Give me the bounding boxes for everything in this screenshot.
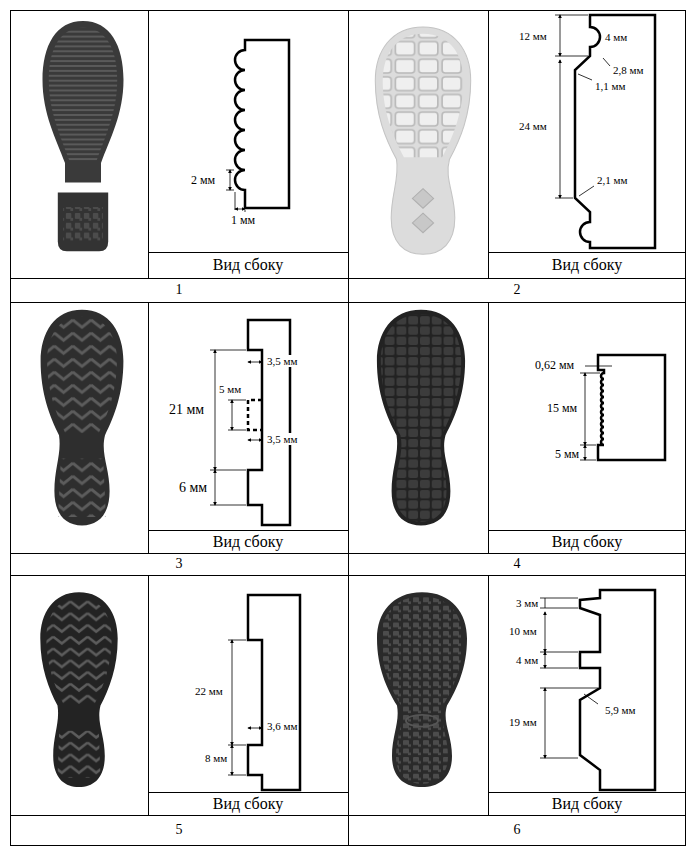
dimension-label: 2,1 мм — [596, 174, 628, 186]
dimension-label: 5 мм — [218, 383, 242, 395]
dimension-label: 3,5 мм — [266, 355, 298, 367]
cell-number: 5 — [176, 822, 183, 837]
cell-number: 6 — [514, 822, 521, 837]
view-caption: Вид сбоку — [213, 256, 283, 274]
dimension-label: 15 мм — [546, 402, 578, 415]
sole-photo — [41, 310, 124, 526]
dimension-label: 1 мм — [230, 214, 256, 227]
view-caption: Вид сбоку — [552, 256, 622, 274]
dimension-label: 6 мм — [178, 480, 208, 495]
view-caption: Вид сбоку — [552, 533, 622, 551]
dimension-label: 3,6 мм — [266, 720, 298, 732]
dimension-label: 8 мм — [204, 752, 228, 764]
dimension-label: 19 мм — [508, 716, 538, 728]
view-caption: Вид сбоку — [213, 795, 283, 813]
dimension-label: 5 мм — [554, 448, 580, 461]
view-caption: Вид сбоку — [213, 533, 283, 551]
dimension-label: 22 мм — [194, 685, 224, 697]
dimension-label: 2,8 мм — [612, 64, 644, 76]
cell-number: 1 — [176, 282, 183, 297]
cell-number: 4 — [514, 556, 521, 571]
sole-photo — [377, 310, 465, 526]
dimension-label: 21 мм — [168, 402, 205, 417]
dimension-lines — [210, 15, 612, 775]
dimension-label: 12 мм — [518, 30, 548, 42]
dimension-label: 4 мм — [515, 654, 539, 666]
dimension-label: 24 мм — [518, 120, 548, 132]
view-caption: Вид сбоку — [552, 795, 622, 813]
cell-number: 3 — [176, 556, 183, 571]
dimension-label: 4 мм — [604, 31, 628, 43]
sole-photo — [375, 27, 470, 254]
dimension-label: 3,5 мм — [266, 433, 298, 445]
dimension-label: 5,9 мм — [604, 704, 636, 716]
cell-number: 2 — [514, 282, 521, 297]
sole-photo — [43, 21, 124, 251]
sole-profile — [235, 15, 665, 790]
dimension-label: 0,62 мм — [534, 359, 575, 372]
dimension-label: 2 мм — [190, 174, 216, 187]
dimension-label: 10 мм — [508, 625, 538, 637]
dimension-label: 3 мм — [515, 597, 539, 609]
sole-photo — [377, 592, 467, 787]
dimension-label: 1,1 мм — [594, 80, 626, 92]
sole-photo — [40, 592, 117, 787]
